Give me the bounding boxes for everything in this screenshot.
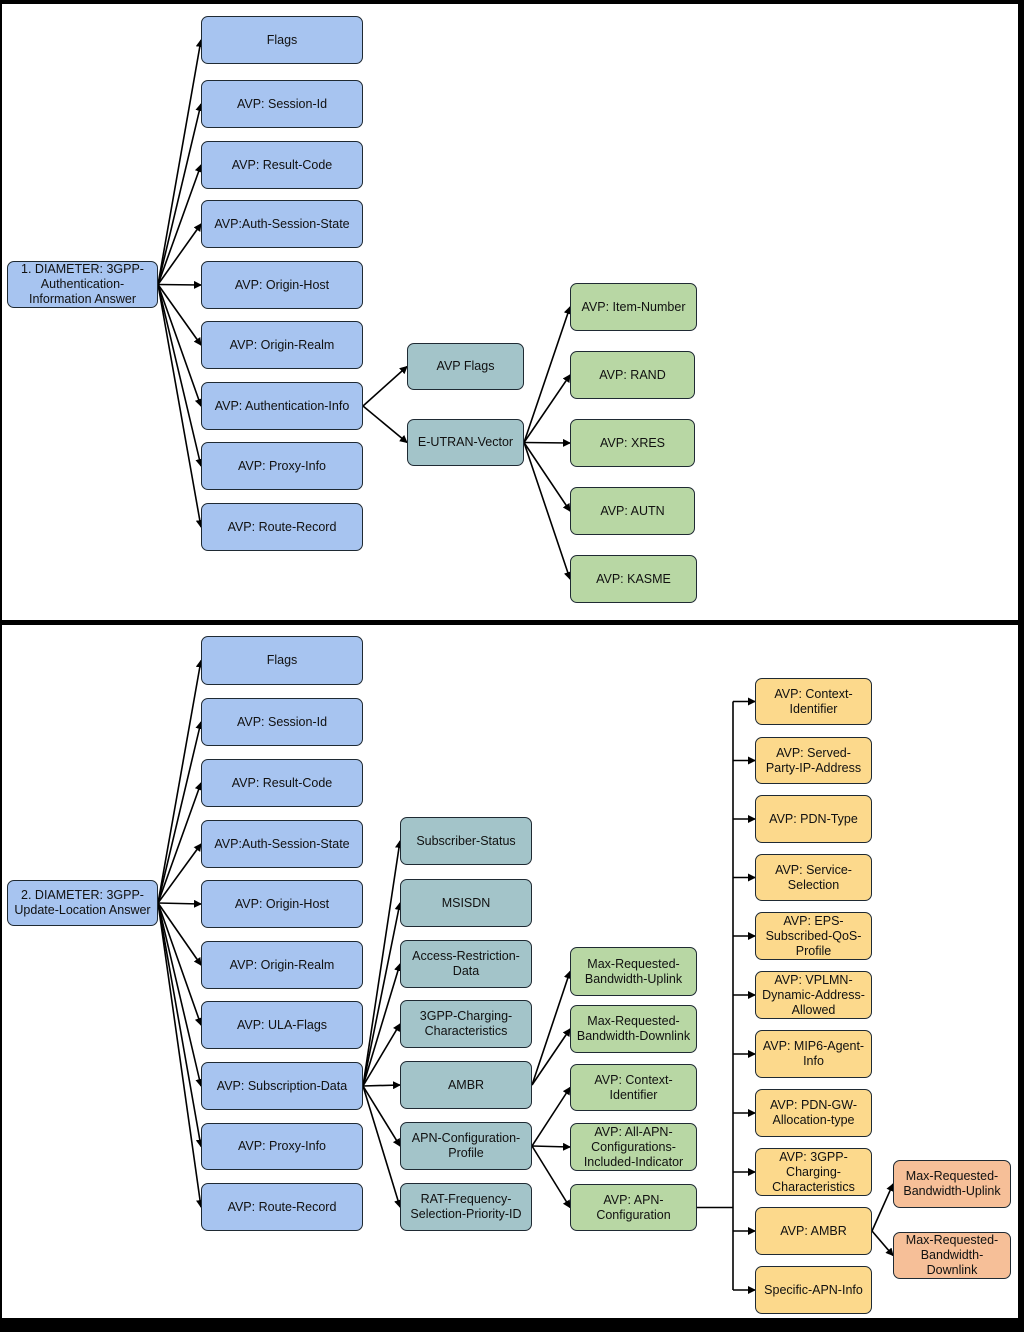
d1-vector-edge-1 <box>523 374 571 443</box>
d1-root-edge-4 <box>157 280 202 289</box>
d1-root-edge-8 <box>157 284 204 528</box>
d2-sub-edge-0 <box>362 840 403 1087</box>
d2-avp-context-identifier: AVP: Context-Identifier <box>570 1064 697 1111</box>
d2-apn-pdn-gw-allocation-type: AVP: PDN-GW-Allocation-type <box>755 1089 872 1137</box>
d1-auth-edge-0 <box>362 365 408 407</box>
d2-apn-ambr-edge-0 <box>871 1183 894 1232</box>
d1-avp-origin-realm: AVP: Origin-Realm <box>201 321 363 369</box>
d1-vector-edge-0 <box>523 306 572 443</box>
d2-avp-all-apn-configurations-included-indicator: AVP: All-APN-Configurations-Included-Ind… <box>570 1123 697 1171</box>
d1-avp-item-number: AVP: Item-Number <box>570 283 697 331</box>
d2-apn-ambr-edge-1 <box>871 1230 894 1257</box>
d2-avp-origin-host: AVP: Origin-Host <box>201 880 363 928</box>
d2-avp-ula-flags: AVP: ULA-Flags <box>201 1001 363 1049</box>
d2-apn-ambr-max-bandwidth-downlink: Max-Requested-Bandwidth-Downlink <box>893 1232 1011 1279</box>
d2-profile-edge-1 <box>531 1142 571 1151</box>
d2-root-edge-2 <box>157 782 203 904</box>
d2-avp-subscription-data: AVP: Subscription-Data <box>201 1062 363 1110</box>
d1-avp-kasme: AVP: KASME <box>570 555 697 603</box>
d2-root-edge-1 <box>157 721 204 904</box>
d1-avp-result-code: AVP: Result-Code <box>201 141 363 189</box>
d2-avp-auth-session-state: AVP:Auth-Session-State <box>201 820 363 868</box>
d2-sub-edge-6 <box>362 1085 402 1208</box>
d1-avp-authentication-info: AVP: Authentication-Info <box>201 382 363 430</box>
d2-apn-context-identifier: AVP: Context-Identifier <box>755 678 872 725</box>
d2-root-edge-7 <box>157 902 204 1087</box>
d2-root-edge-4 <box>157 899 202 908</box>
d2-avp-route-record: AVP: Route-Record <box>201 1183 363 1231</box>
d2-ambr-max-bandwidth-downlink: Max-Requested-Bandwidth-Downlink <box>570 1005 697 1053</box>
d2-subscriber-status: Subscriber-Status <box>400 817 532 865</box>
d2-sub-edge-1 <box>362 902 403 1087</box>
d2-apn-ambr: AVP: AMBR <box>755 1207 872 1255</box>
d2-root-edge-6 <box>157 902 203 1026</box>
d2-root-edge-9 <box>157 902 204 1208</box>
d2-specific-apn-info: Specific-APN-Info <box>755 1266 872 1314</box>
d2-avp-session-id: AVP: Session-Id <box>201 698 363 746</box>
d1-avp-flags: Flags <box>201 16 363 64</box>
d2-apn-eps-subscribed-qos-profile: AVP: EPS-Subscribed-QoS-Profile <box>755 912 872 960</box>
d1-root-edge-7 <box>157 284 204 467</box>
d2-rat-frequency-selection-priority-id: RAT-Frequency-Selection-Priority-ID <box>400 1183 532 1231</box>
d2-sub-edge-2 <box>362 963 402 1087</box>
d1-avp-rand: AVP: RAND <box>570 351 695 399</box>
d2-sub-edge-5 <box>362 1085 401 1147</box>
d2-3gpp-charging-characteristics: 3GPP-Charging-Characteristics <box>400 1000 532 1048</box>
d2-apn-pdn-type: AVP: PDN-Type <box>755 795 872 843</box>
d2-sub-edge-4 <box>362 1081 401 1090</box>
d1-root-edge-1 <box>157 103 204 285</box>
d2-apn-3gpp-charging-characteristics: AVP: 3GPP-Charging-Characteristics <box>755 1148 872 1196</box>
d1-root-edge-0 <box>157 39 204 285</box>
d1-vector-edge-3 <box>523 442 571 512</box>
d2-apn-mip6-agent-info: AVP: MIP6-Agent-Info <box>755 1030 872 1078</box>
d2-apn-ambr-max-bandwidth-uplink: Max-Requested-Bandwidth-Uplink <box>893 1160 1011 1208</box>
root-node-update-location-answer: 2. DIAMETER: 3GPP-Update-Location Answer <box>7 880 158 926</box>
d2-sub-edge-3 <box>362 1023 401 1087</box>
d1-avp-xres: AVP: XRES <box>570 419 695 467</box>
d1-auth-edge-1 <box>362 405 408 444</box>
d2-avp-result-code: AVP: Result-Code <box>201 759 363 807</box>
d2-ambr: AMBR <box>400 1061 532 1109</box>
d2-ambr-max-bandwidth-uplink: Max-Requested-Bandwidth-Uplink <box>570 947 697 996</box>
d1-root-edge-2 <box>157 164 203 285</box>
d1-avp-auth-session-state: AVP:Auth-Session-State <box>201 200 363 248</box>
d2-apn-served-party-ip-address: AVP: Served-Party-IP-Address <box>755 737 872 784</box>
d1-root-edge-5 <box>157 284 202 346</box>
d2-ambr-edge-0 <box>531 970 572 1086</box>
d2-root-edge-0 <box>157 659 204 904</box>
d1-avp-flags-child: AVP Flags <box>407 343 524 390</box>
d2-root-edge-5 <box>157 902 202 966</box>
d2-msisdn: MSISDN <box>400 879 532 927</box>
d1-vector-edge-2 <box>523 438 571 447</box>
d1-root-edge-3 <box>157 223 202 285</box>
d2-apn-configuration-profile: APN-Configuration-Profile <box>400 1122 532 1170</box>
d1-avp-route-record: AVP: Route-Record <box>201 503 363 551</box>
d1-vector-edge-4 <box>523 442 572 580</box>
d2-avp-flags: Flags <box>201 636 363 685</box>
d1-avp-autn: AVP: AUTN <box>570 487 695 535</box>
d2-apn-vplmn-dynamic-address-allowed: AVP: VPLMN-Dynamic-Address-Allowed <box>755 971 872 1019</box>
d2-avp-apn-configuration: AVP: APN-Configuration <box>570 1184 697 1231</box>
root-node-authentication-information-answer: 1. DIAMETER: 3GPP-Authentication-Informa… <box>7 261 158 308</box>
d2-avp-proxy-info: AVP: Proxy-Info <box>201 1123 363 1170</box>
d1-avp-proxy-info: AVP: Proxy-Info <box>201 442 363 490</box>
d2-ambr-edge-1 <box>531 1028 571 1086</box>
d1-avp-origin-host: AVP: Origin-Host <box>201 261 363 309</box>
d2-root-edge-8 <box>157 902 204 1148</box>
d2-root-edge-3 <box>157 843 202 904</box>
diagram-panel-authentication-information-answer <box>2 4 1018 620</box>
d2-access-restriction-data: Access-Restriction-Data <box>400 940 532 988</box>
d2-profile-edge-2 <box>531 1145 571 1209</box>
d1-e-utran-vector: E-UTRAN-Vector <box>407 419 524 466</box>
d2-profile-edge-0 <box>531 1086 571 1147</box>
d1-avp-session-id: AVP: Session-Id <box>201 80 363 128</box>
d1-root-edge-6 <box>157 284 203 407</box>
d2-apn-service-selection: AVP: Service-Selection <box>755 854 872 901</box>
d2-avp-origin-realm: AVP: Origin-Realm <box>201 941 363 989</box>
